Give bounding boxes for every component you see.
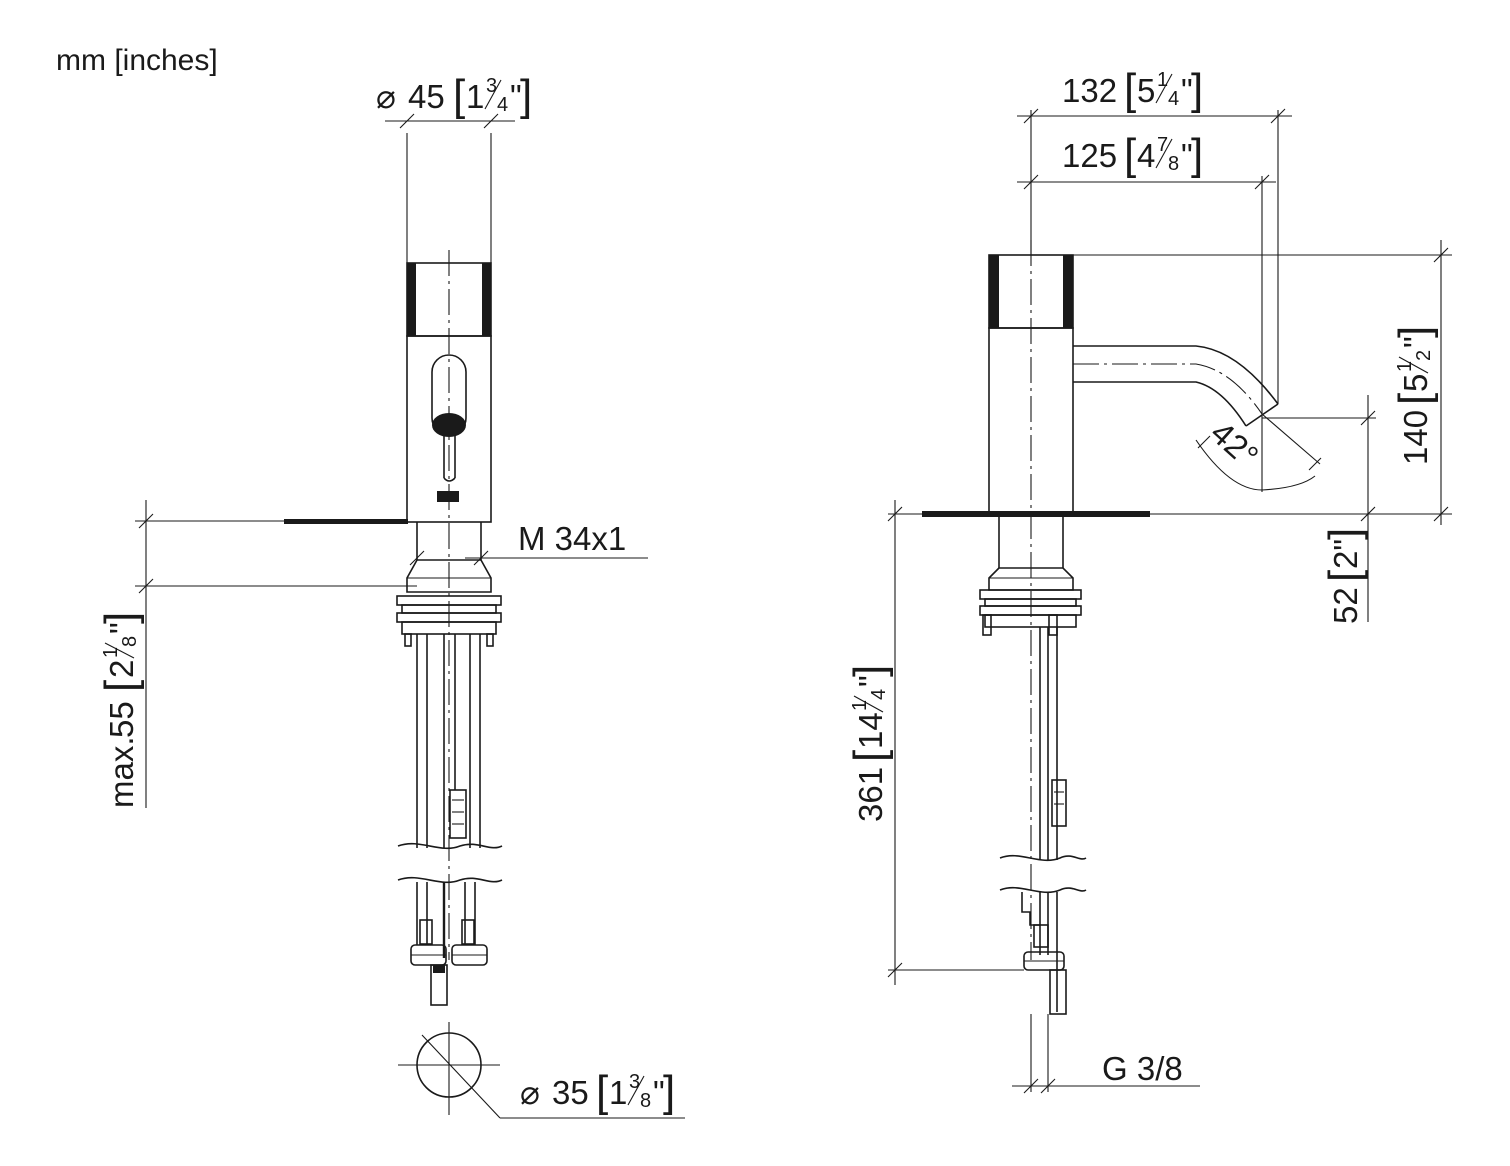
- dim-hole-diameter: ⌀ 35 [ 1 3 8 " ]: [520, 1067, 675, 1116]
- svg-text:]: ]: [1320, 528, 1369, 540]
- svg-text:": ": [510, 78, 522, 115]
- svg-text:3: 3: [486, 75, 497, 97]
- svg-text:52: 52: [1327, 587, 1364, 624]
- svg-text:max.: max.: [103, 736, 140, 808]
- svg-text:⌀: ⌀: [376, 78, 396, 115]
- svg-text:5: 5: [1137, 72, 1155, 109]
- svg-text:⌀: ⌀: [520, 1074, 540, 1111]
- dim-total-height: 140 [ 5 1 2 " ]: [1390, 326, 1439, 465]
- svg-text:2: 2: [103, 660, 140, 678]
- dim-thread: M 34x1: [518, 520, 626, 557]
- svg-text:3: 3: [629, 1071, 640, 1093]
- svg-text:361: 361: [852, 767, 889, 822]
- svg-text:]: ]: [1390, 326, 1439, 338]
- svg-text:4: 4: [868, 689, 890, 700]
- svg-text:[: [: [1390, 393, 1439, 405]
- svg-text:[: [: [453, 71, 465, 120]
- svg-text:]: ]: [845, 665, 894, 677]
- svg-text:35: 35: [552, 1074, 589, 1111]
- svg-text:7: 7: [1157, 134, 1168, 156]
- svg-text:8: 8: [640, 1090, 651, 1112]
- dim-connection: G 3/8: [1102, 1050, 1183, 1087]
- svg-text:1: 1: [466, 78, 484, 115]
- svg-text:]: ]: [520, 71, 532, 120]
- svg-text:]: ]: [1191, 65, 1203, 114]
- svg-text:2: 2: [1413, 350, 1435, 361]
- svg-text:1: 1: [100, 647, 122, 658]
- svg-text:45: 45: [408, 78, 445, 115]
- units-label: mm [inches]: [56, 44, 218, 77]
- svg-text:": ": [653, 1074, 665, 1111]
- svg-text:[: [: [1320, 570, 1369, 582]
- dim-top-diameter: ⌀ 45 [ 1 3 4 " ]: [376, 71, 532, 120]
- svg-text:4: 4: [1137, 137, 1155, 174]
- svg-text:[: [: [596, 1067, 608, 1116]
- svg-text:5: 5: [1397, 374, 1434, 392]
- svg-text:2": 2": [1327, 539, 1364, 569]
- svg-text:": ": [852, 675, 889, 687]
- svg-text:14: 14: [852, 712, 889, 749]
- svg-text:55: 55: [103, 701, 140, 738]
- svg-text:125: 125: [1062, 137, 1117, 174]
- svg-text:4: 4: [497, 94, 508, 116]
- svg-text:8: 8: [119, 636, 141, 647]
- dim-outlet-height: 52 [ 2" ]: [1320, 528, 1369, 624]
- svg-text:[: [: [1124, 130, 1136, 179]
- svg-text:1: 1: [1157, 69, 1168, 91]
- svg-text:[: [: [845, 750, 894, 762]
- svg-text:1: 1: [1394, 361, 1416, 372]
- dim-hose-length: 361 [ 14 1 4 " ]: [845, 665, 894, 822]
- dim-reach-outlet: 125 [ 4 7 8 " ]: [1062, 130, 1203, 179]
- svg-text:132: 132: [1062, 72, 1117, 109]
- dim-reach-overall: 132 [ 5 1 4 " ]: [1062, 65, 1203, 114]
- svg-text:1: 1: [609, 1074, 627, 1111]
- svg-text:": ": [103, 622, 140, 634]
- svg-text:": ": [1181, 137, 1193, 174]
- dim-spout-angle: 42°: [1204, 414, 1266, 475]
- svg-text:[: [: [1124, 65, 1136, 114]
- svg-text:": ": [1397, 336, 1434, 348]
- svg-text:8: 8: [1168, 153, 1179, 175]
- side-view: [922, 240, 1322, 1015]
- svg-text:]: ]: [96, 612, 145, 624]
- svg-text:]: ]: [663, 1067, 675, 1116]
- svg-text:[: [: [96, 680, 145, 692]
- svg-text:1: 1: [849, 700, 871, 711]
- dim-max-thickness: max. 55 [ 2 1 8 " ]: [96, 612, 145, 808]
- svg-text:140: 140: [1397, 410, 1434, 465]
- svg-text:4: 4: [1168, 88, 1179, 110]
- svg-text:]: ]: [1191, 130, 1203, 179]
- side-dimension-lines: [887, 108, 1452, 1094]
- front-dimension-lines: [135, 113, 648, 808]
- front-view: [284, 250, 685, 1119]
- svg-text:": ": [1181, 72, 1193, 109]
